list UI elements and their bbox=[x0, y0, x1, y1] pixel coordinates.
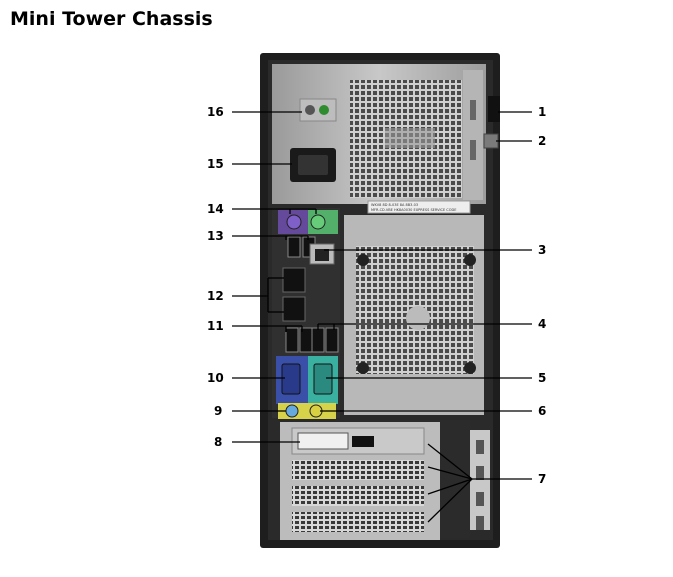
service-tag-text-2: MFR-CD.VBE HK8A0030 EXPRESS SERVICE CODE bbox=[371, 208, 456, 212]
callout-8: 8 bbox=[214, 435, 222, 449]
vga-port[interactable] bbox=[281, 363, 301, 395]
page-title: Mini Tower Chassis bbox=[10, 8, 213, 30]
callout-6: 6 bbox=[538, 404, 546, 418]
callout-2: 2 bbox=[538, 134, 546, 148]
callout-12: 12 bbox=[207, 289, 224, 303]
callout-11: 11 bbox=[207, 319, 224, 333]
expansion-card-slot-3 bbox=[292, 486, 424, 506]
ps2-keyboard-port[interactable] bbox=[286, 214, 302, 230]
usb-port[interactable] bbox=[285, 327, 299, 353]
left-leader-lines bbox=[232, 111, 317, 443]
callout-4: 4 bbox=[538, 317, 546, 331]
psu-self-test-button[interactable] bbox=[305, 105, 315, 115]
displayport-port[interactable] bbox=[282, 267, 306, 293]
displayport-port[interactable] bbox=[282, 296, 306, 322]
callout-5: 5 bbox=[538, 371, 546, 385]
expansion-card-slot-2 bbox=[292, 460, 424, 480]
security-cable-slot[interactable] bbox=[483, 133, 499, 149]
callout-13: 13 bbox=[207, 229, 224, 243]
ps2-mouse-port[interactable] bbox=[310, 214, 326, 230]
psu-led bbox=[319, 105, 329, 115]
callout-9: 9 bbox=[214, 404, 222, 418]
line-in-connector[interactable] bbox=[285, 404, 299, 418]
psu-diagnostic-panel bbox=[299, 98, 337, 122]
callout-7: 7 bbox=[538, 472, 546, 486]
displayport-card-connector[interactable] bbox=[352, 436, 374, 447]
callout-1: 1 bbox=[538, 105, 546, 119]
callout-3: 3 bbox=[538, 243, 546, 257]
usb-port[interactable] bbox=[311, 327, 325, 353]
dvi-connector[interactable] bbox=[297, 432, 349, 450]
usb-port[interactable] bbox=[287, 236, 301, 258]
callout-numbers: 1 2 3 4 5 6 7 8 9 10 11 12 13 14 15 16 bbox=[207, 105, 546, 486]
callout-15: 15 bbox=[207, 157, 224, 171]
callout-10: 10 bbox=[207, 371, 224, 385]
expansion-card-slot-4 bbox=[292, 512, 424, 532]
callout-14: 14 bbox=[207, 202, 224, 216]
serial-port[interactable] bbox=[313, 363, 333, 395]
usb-port[interactable] bbox=[325, 327, 339, 353]
padlock-ring[interactable] bbox=[488, 96, 500, 122]
callout-16: 16 bbox=[207, 105, 224, 119]
service-tag-label bbox=[367, 200, 471, 214]
service-tag-text-1: WKV8 8D 8-03E 8A 8B3-03 bbox=[371, 203, 418, 207]
expansion-card-latch[interactable] bbox=[440, 420, 470, 538]
right-leader-lines bbox=[317, 111, 532, 523]
